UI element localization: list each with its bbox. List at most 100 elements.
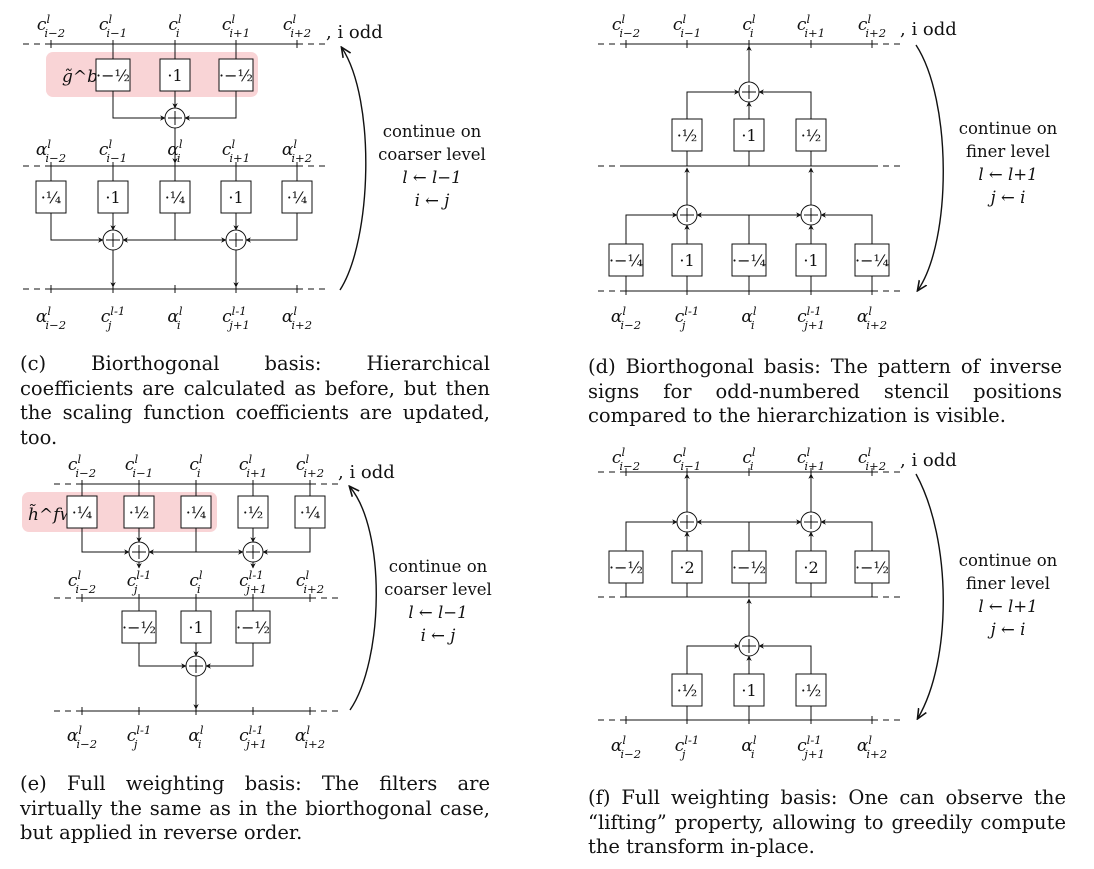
label-superscript: l — [77, 568, 81, 582]
label-base: α — [741, 736, 753, 756]
factor-text: ·¼ — [300, 503, 321, 522]
label-superscript: l — [621, 445, 625, 459]
label-subscript: j — [679, 318, 686, 332]
label-base: c — [222, 140, 232, 160]
label-base: c — [68, 455, 78, 475]
factor-box — [95, 58, 131, 92]
side-note-line: l ← l+1 — [978, 597, 1037, 616]
factor-text: ·½ — [677, 681, 698, 700]
label-subscript: i−2 — [45, 151, 66, 165]
label-subscript: j — [131, 582, 138, 596]
label-subscript: i+2 — [291, 151, 312, 165]
label-subscript: i−2 — [75, 582, 96, 596]
factor-box — [671, 550, 703, 584]
label-superscript: l-1 — [684, 733, 699, 747]
label-subscript: i−2 — [620, 747, 641, 761]
label-base: α — [36, 307, 48, 327]
factor-box — [121, 610, 157, 644]
label-subscript: j — [679, 747, 686, 761]
label-superscript: l — [47, 137, 51, 151]
label-subscript: j+1 — [801, 747, 825, 761]
label-subscript: i−2 — [44, 26, 65, 40]
label-subscript: i+2 — [291, 318, 312, 332]
label-subscript: i — [198, 737, 202, 751]
continue-arrow — [915, 473, 944, 718]
label-superscript: l — [200, 723, 204, 737]
label-superscript: l-1 — [232, 304, 247, 318]
factor-text: ·2 — [679, 558, 694, 577]
label-superscript: l — [231, 137, 235, 151]
factor-box — [235, 610, 271, 644]
label-superscript: l — [867, 12, 871, 26]
label-superscript: l — [305, 568, 309, 582]
label-base: c — [673, 448, 683, 468]
label-subscript: i−2 — [619, 459, 640, 473]
factor-box — [220, 180, 252, 214]
label-superscript: l — [199, 452, 203, 466]
label-base: c — [239, 726, 249, 746]
label-subscript: i — [750, 459, 754, 473]
label-base: c — [189, 571, 199, 591]
label-subscript: j+1 — [243, 737, 267, 751]
parity-note: , i odd — [900, 450, 957, 471]
label-superscript: l — [293, 137, 297, 151]
label-base: c — [797, 307, 807, 327]
side-note-line: finer level — [966, 142, 1050, 161]
label-subscript: i+1 — [229, 26, 250, 40]
factor-text: ·1 — [105, 188, 120, 207]
label-superscript: l — [292, 12, 296, 26]
factor-box — [66, 495, 98, 529]
label-superscript: l-1 — [807, 733, 822, 747]
caption-f-text: (f) Full weighting basis: One can observ… — [588, 786, 1066, 858]
factor-text: ·−½ — [236, 618, 270, 637]
label-subscript: i — [197, 466, 201, 480]
label-base: c — [125, 455, 135, 475]
label-superscript: l — [231, 12, 235, 26]
label-base: c — [127, 726, 137, 746]
parity-note: , i odd — [326, 22, 383, 43]
label-base: c — [797, 736, 807, 756]
label-base: c — [296, 571, 306, 591]
side-note-line: i ← j — [415, 191, 450, 210]
factor-text: ·¼ — [41, 188, 62, 207]
label-superscript: l — [753, 733, 757, 747]
label-subscript: i−2 — [75, 466, 96, 480]
factor-text: ·¼ — [72, 503, 93, 522]
label-superscript: l — [682, 445, 686, 459]
factor-box — [671, 243, 703, 277]
label-base: α — [611, 736, 623, 756]
factor-box — [237, 495, 269, 529]
factor-text: ·−¼ — [855, 251, 889, 270]
factor-text: ·½ — [801, 681, 822, 700]
factor-text: ·½ — [243, 503, 264, 522]
label-superscript: l — [752, 12, 756, 26]
factor-text: ·−½ — [122, 618, 156, 637]
connector-path — [758, 643, 812, 674]
factor-text: ·2 — [803, 558, 818, 577]
label-subscript: i+2 — [303, 466, 324, 480]
factor-box — [795, 118, 827, 152]
label-subscript: i−1 — [680, 26, 701, 40]
label-subscript: i+1 — [804, 459, 825, 473]
label-subscript: i — [751, 318, 755, 332]
factor-box — [159, 58, 191, 92]
side-note-line: j ← i — [987, 620, 1026, 639]
label-subscript: i — [177, 318, 181, 332]
